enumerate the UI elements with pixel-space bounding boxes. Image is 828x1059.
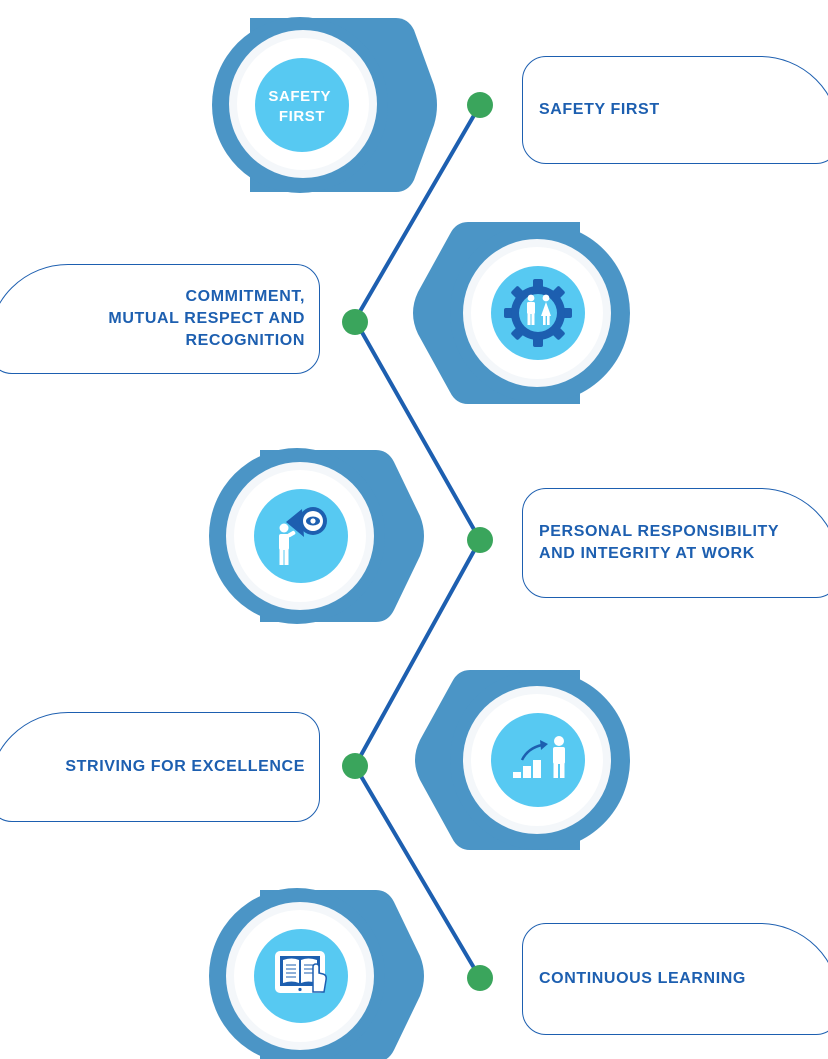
gear-people-icon bbox=[504, 279, 572, 347]
value-label-text: STRIVING FOR EXCELLENCE bbox=[65, 758, 305, 775]
value-shape-4 bbox=[415, 670, 630, 850]
inner-circle bbox=[254, 489, 348, 583]
value-label-text: SAFETY FIRST bbox=[539, 101, 660, 118]
person-vision-icon bbox=[279, 507, 327, 565]
value-shape-5 bbox=[209, 888, 424, 1059]
timeline-node-dot-1 bbox=[467, 92, 493, 118]
inner-circle bbox=[255, 58, 349, 152]
value-label-continuous-learning: CONTINUOUS LEARNING bbox=[522, 923, 828, 1035]
timeline-node-dot-2 bbox=[342, 309, 368, 335]
value-shape-1: SAFETY FIRST bbox=[212, 17, 437, 193]
timeline-node-dot-4 bbox=[342, 753, 368, 779]
safety-badge-line-1: SAFETY bbox=[268, 88, 331, 105]
value-label-personal-responsibility: PERSONAL RESPONSIBILITY AND INTEGRITY AT… bbox=[522, 488, 828, 598]
safety-badge-text: SAFETY FIRST bbox=[268, 88, 335, 125]
timeline-node-dot-3 bbox=[467, 527, 493, 553]
value-label-safety-first: SAFETY FIRST bbox=[522, 56, 828, 164]
value-label-text: COMMITMENT, MUTUAL RESPECT AND RECOGNITI… bbox=[108, 288, 305, 349]
book-tablet-icon bbox=[275, 951, 327, 993]
timeline-node-dot-5 bbox=[467, 965, 493, 991]
value-label-striving-excellence: STRIVING FOR EXCELLENCE bbox=[0, 712, 320, 822]
person-steps-icon bbox=[513, 736, 565, 778]
value-shape-2 bbox=[413, 222, 630, 404]
value-shape-3 bbox=[209, 448, 424, 624]
value-label-text: CONTINUOUS LEARNING bbox=[539, 970, 746, 987]
value-label-commitment: COMMITMENT, MUTUAL RESPECT AND RECOGNITI… bbox=[0, 264, 320, 374]
value-label-text: PERSONAL RESPONSIBILITY AND INTEGRITY AT… bbox=[539, 523, 780, 562]
safety-badge-line-2: FIRST bbox=[279, 108, 325, 125]
